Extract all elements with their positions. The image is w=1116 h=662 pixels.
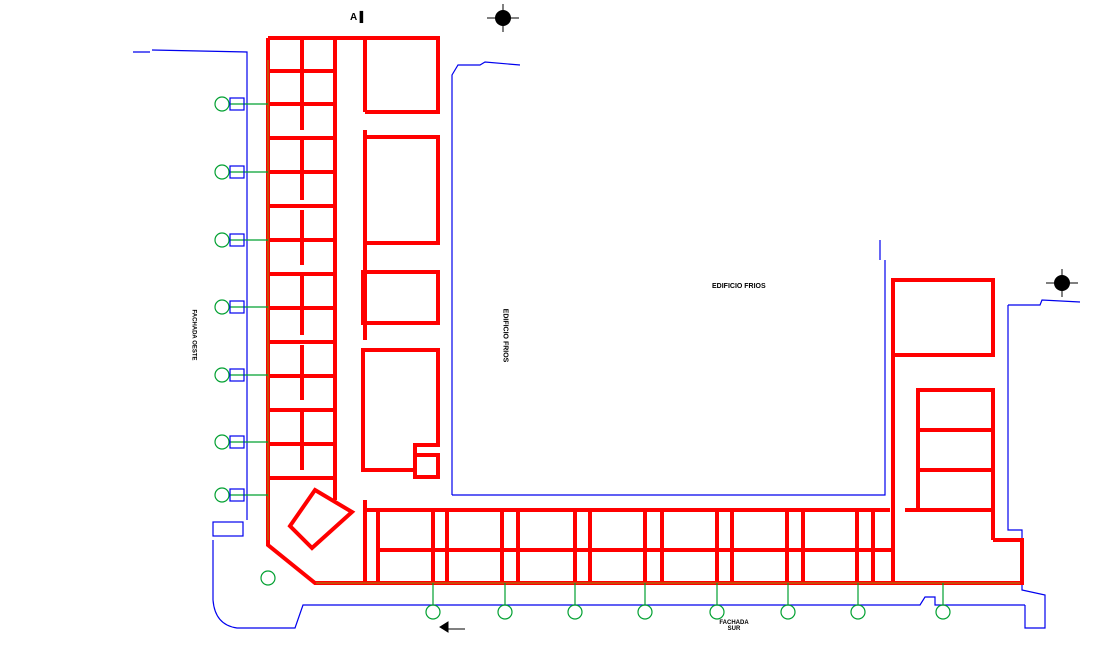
room	[363, 135, 440, 245]
drain-circle	[260, 570, 276, 586]
drain-grate	[229, 300, 245, 314]
drain-circle	[425, 604, 441, 620]
drain-circle	[497, 604, 513, 620]
room	[361, 270, 440, 325]
drain-circle	[214, 367, 230, 383]
drain-grate	[229, 165, 245, 179]
boundary-east	[1007, 299, 1081, 629]
compass-arrows	[1046, 269, 1078, 297]
room	[413, 453, 440, 479]
drain-circle	[637, 604, 653, 620]
drain-grate	[229, 435, 245, 449]
boundary-south	[212, 540, 1025, 629]
drain-circle	[935, 604, 951, 620]
drain-grate	[229, 233, 245, 247]
outer-wall	[266, 38, 1024, 585]
section-mark-a: A ▌	[350, 12, 367, 23]
drain-grate	[229, 368, 245, 382]
drain-circle	[780, 604, 796, 620]
drain-circle	[567, 604, 583, 620]
room	[361, 348, 440, 472]
room-top	[268, 36, 440, 114]
drain-circle	[214, 232, 230, 248]
stair-hatch	[212, 521, 244, 537]
room	[891, 278, 995, 357]
drain-circle	[214, 96, 230, 112]
drain-circle	[850, 604, 866, 620]
building-label-horizontal: EDIFICIO FRIOS	[712, 283, 766, 290]
drain-circle	[709, 604, 725, 620]
drain-circle	[214, 164, 230, 180]
drain-grate	[229, 97, 245, 111]
facade-west-label: FACHADA OESTE	[190, 309, 197, 361]
drain-circle	[214, 487, 230, 503]
drain-grate	[229, 488, 245, 502]
section-arrow-icon	[439, 621, 465, 633]
drain-circle	[214, 299, 230, 315]
facade-south-label: FACHADA SUR	[719, 620, 749, 632]
boundary-frios	[452, 240, 886, 496]
boundary-west	[133, 49, 248, 520]
drain-circle	[214, 434, 230, 450]
diamond-room	[287, 487, 356, 551]
boundary-frios-top	[451, 61, 521, 495]
east-rooms	[891, 355, 995, 583]
building-label-vertical: EDIFICIO FRIOS	[501, 308, 509, 363]
compass-arrows	[487, 4, 519, 32]
